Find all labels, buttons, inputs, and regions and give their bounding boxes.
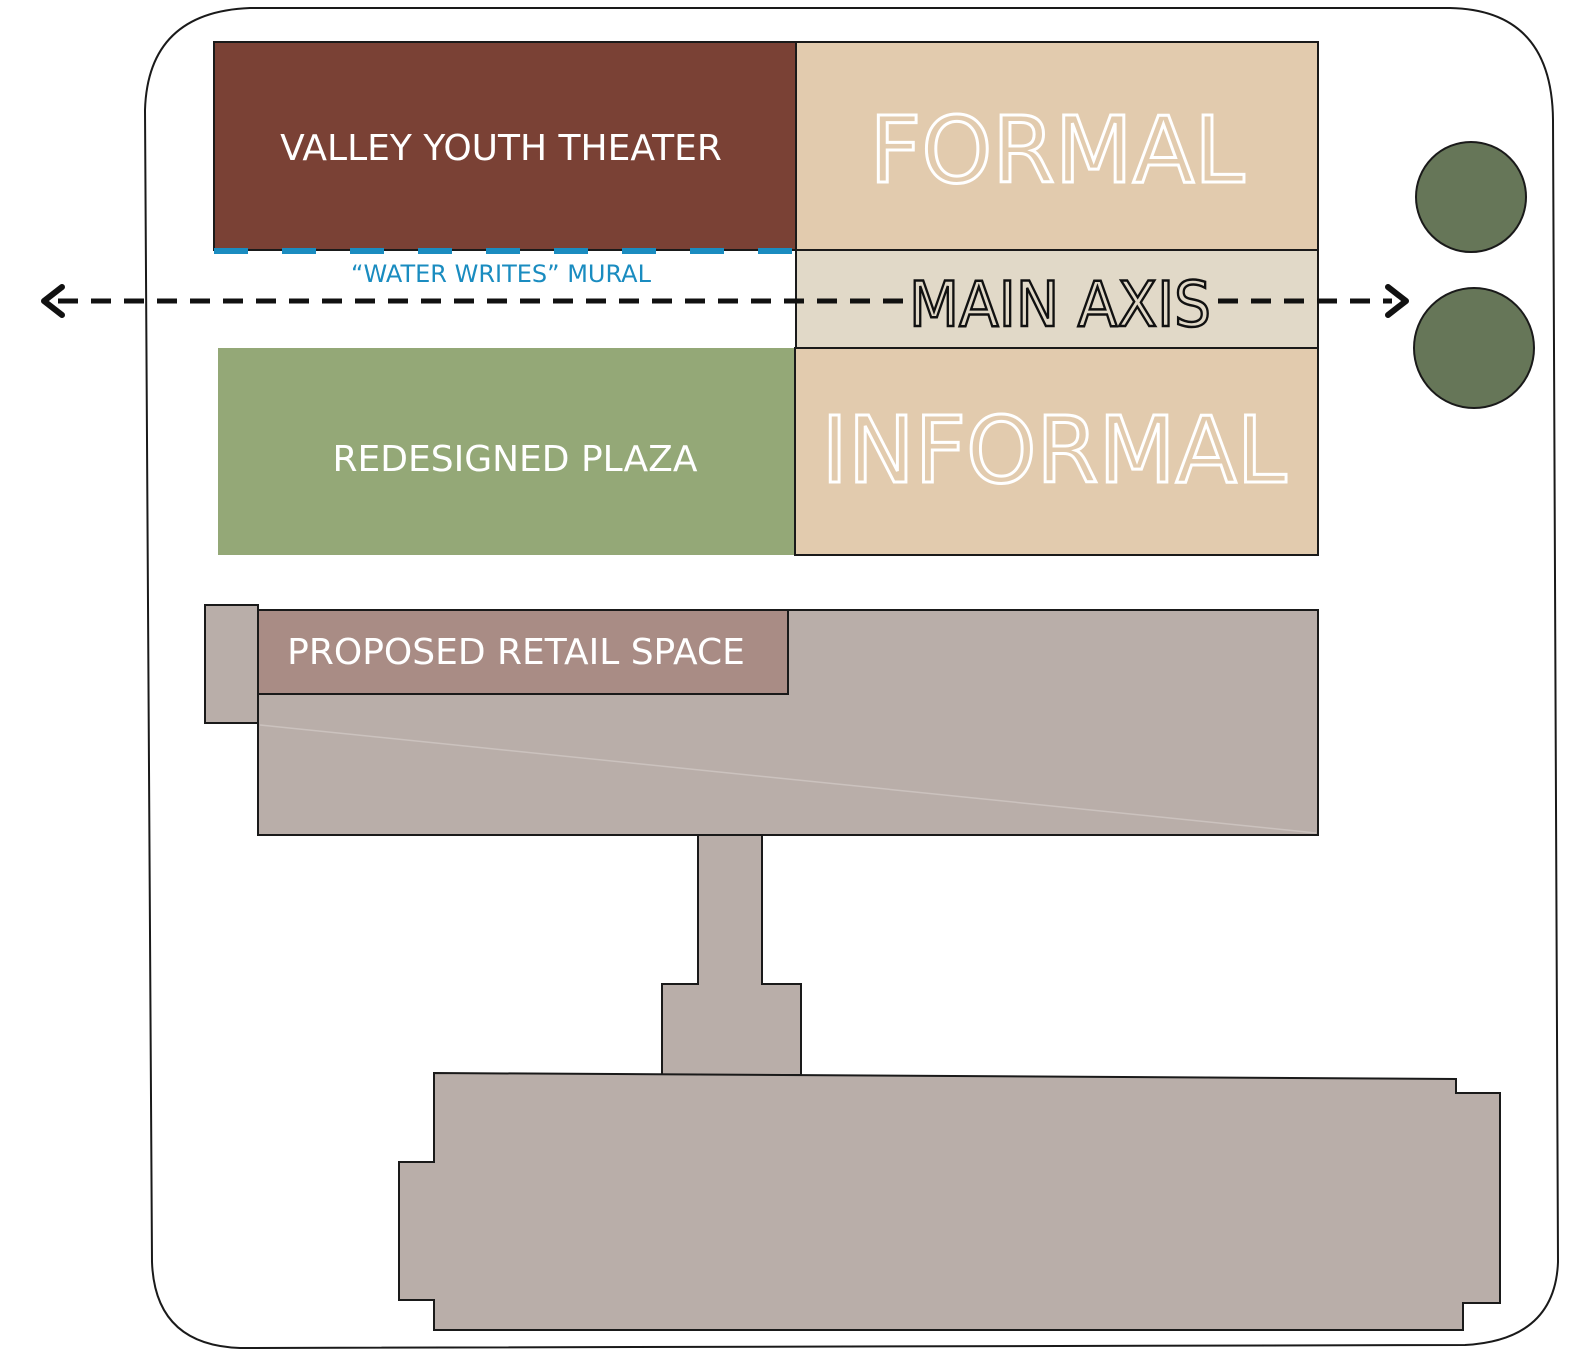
plaza-block xyxy=(218,348,796,555)
main-axis-label: MAIN AXIS xyxy=(909,268,1211,341)
informal-block xyxy=(794,347,1319,556)
arrowhead-right-icon xyxy=(1385,284,1409,318)
arrowhead-left-icon xyxy=(41,284,65,318)
tree-circle-icon xyxy=(1413,287,1535,409)
lower-building xyxy=(398,1071,1501,1331)
building-annex xyxy=(204,604,259,724)
informal-label: INFORMAL xyxy=(822,397,1287,504)
mural-label: “WATER WRITES” MURAL xyxy=(351,260,652,288)
retail-space-block xyxy=(257,609,789,695)
formal-label: FORMAL xyxy=(870,97,1245,204)
plaza-label: REDESIGNED PLAZA xyxy=(333,439,698,480)
building-roof-line xyxy=(259,724,1317,834)
theater-label: VALLEY YOUTH THEATER xyxy=(280,128,722,169)
tree-circle-icon xyxy=(1415,141,1527,253)
double-arrow-icon xyxy=(41,284,1409,318)
theater-block xyxy=(213,41,797,251)
retail-label: PROPOSED RETAIL SPACE xyxy=(287,632,745,673)
